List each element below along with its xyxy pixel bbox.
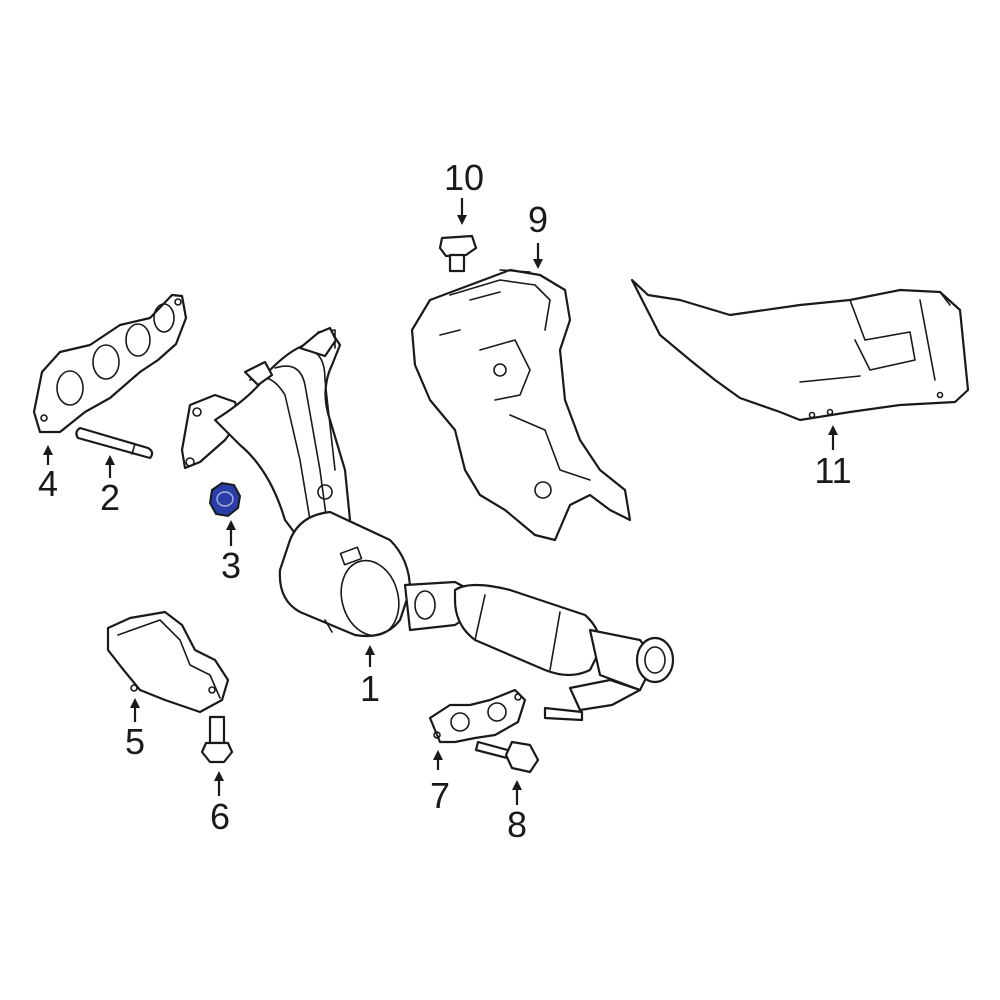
callout-11[interactable]: 11 xyxy=(814,450,851,491)
part-4-manifold-gasket[interactable] xyxy=(32,293,188,434)
part-2-stud[interactable] xyxy=(75,426,154,460)
callout-9[interactable]: 9 xyxy=(528,199,548,240)
callout-2[interactable]: 2 xyxy=(100,477,120,518)
part-11-rear-heat-shield[interactable] xyxy=(630,278,970,422)
part-6-bolt[interactable] xyxy=(200,715,234,764)
callout-8[interactable]: 8 xyxy=(507,804,527,845)
part-9-upper-heat-shield[interactable] xyxy=(410,268,632,542)
part-10-bolt[interactable] xyxy=(438,234,478,273)
callout-arrows xyxy=(43,198,838,805)
callout-5[interactable]: 5 xyxy=(125,721,145,762)
part-5-lower-heat-shield[interactable] xyxy=(106,610,230,714)
callout-1[interactable]: 1 xyxy=(360,668,380,709)
callout-10[interactable]: 10 xyxy=(444,157,484,198)
callout-6[interactable]: 6 xyxy=(210,796,230,837)
callout-4[interactable]: 4 xyxy=(38,463,58,504)
part-8-bolt[interactable] xyxy=(474,740,540,774)
part-7-flange-gasket[interactable] xyxy=(428,688,527,744)
part-3-nut-highlighted[interactable] xyxy=(208,481,242,518)
callout-7[interactable]: 7 xyxy=(430,775,450,816)
callout-3[interactable]: 3 xyxy=(221,545,241,586)
part-1-manifold-converter[interactable] xyxy=(180,326,675,722)
